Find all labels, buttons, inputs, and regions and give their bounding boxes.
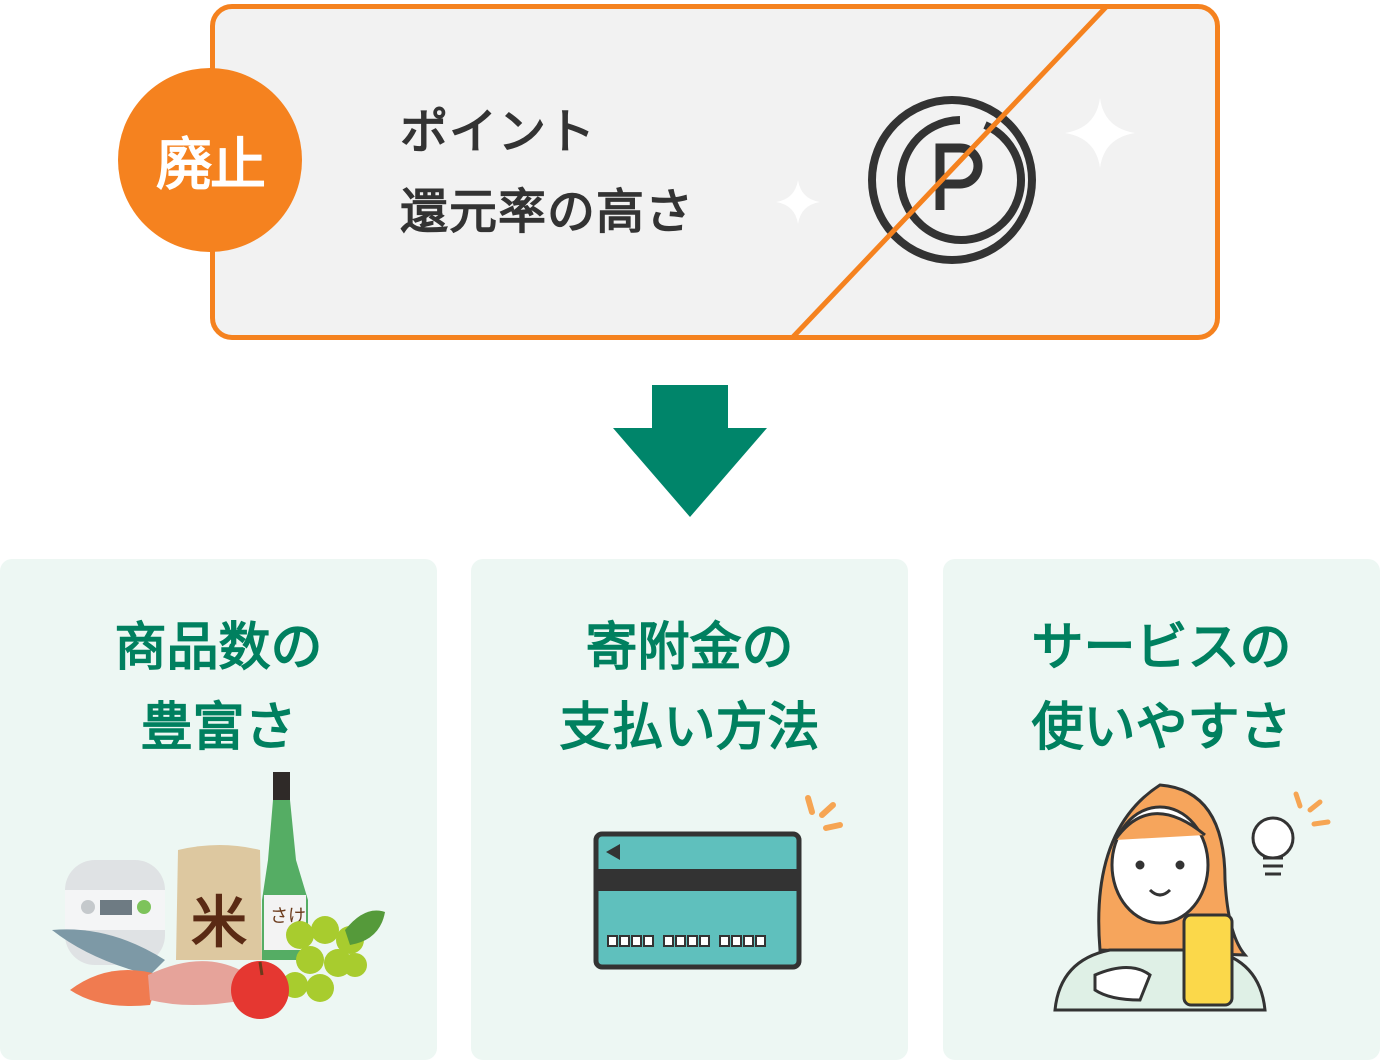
woman-smartphone-illustration: [1053, 783, 1331, 1012]
rice-label: 米: [191, 891, 247, 956]
abolished-line1: ポイント: [400, 104, 597, 160]
sparkle-icon: [1065, 98, 1135, 168]
panel-title-line2: 支払い方法: [559, 698, 820, 758]
strike-line: [790, 4, 1109, 340]
panel-title: サービスの 使いやすさ: [943, 608, 1380, 768]
panel-title-line1: サービスの: [1031, 618, 1292, 678]
point-coin-icon: [868, 96, 1036, 264]
arrow-down-icon: [613, 385, 767, 517]
abolished-item-text: ポイント 還元率の高さ: [400, 92, 694, 252]
abolished-line2: 還元率の高さ: [400, 184, 695, 240]
panel-title: 商品数の 豊富さ: [0, 608, 437, 768]
abolished-card: [210, 4, 1220, 340]
panel-title-line1: 寄附金の: [585, 618, 794, 678]
groceries-illustration: 米 さけ: [52, 772, 385, 1019]
panel-title-line2: 豊富さ: [140, 698, 297, 758]
panel-title: 寄附金の 支払い方法: [471, 608, 908, 768]
panel-title-line1: 商品数の: [114, 618, 323, 678]
panel-payment-methods: [471, 559, 908, 1060]
abolished-badge: 廃止: [118, 68, 302, 252]
panel-title-line2: 使いやすさ: [1031, 698, 1292, 758]
credit-card-illustration: [593, 795, 843, 970]
sparkle-icon: [776, 180, 820, 224]
